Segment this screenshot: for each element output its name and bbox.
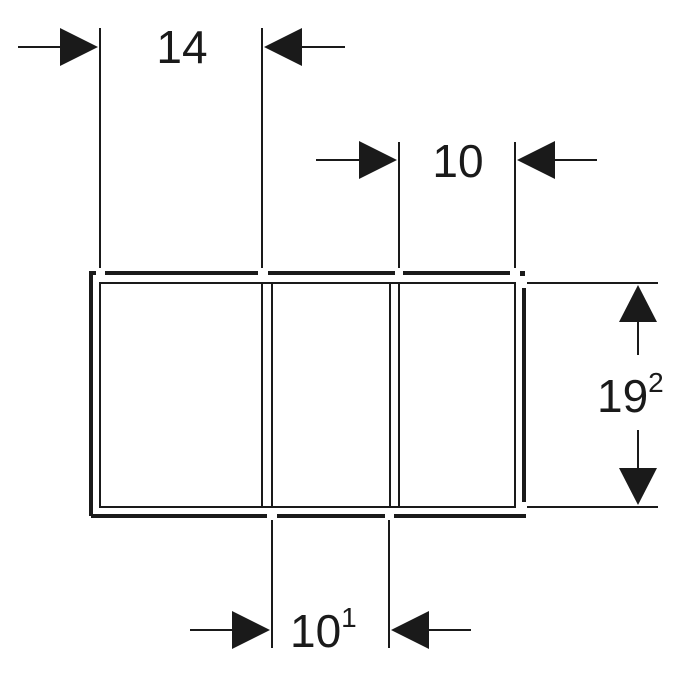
- outer-frame-left: [89, 271, 96, 516]
- inner-frame: [99, 282, 516, 508]
- arrow-left-icon: [391, 611, 429, 649]
- arrow-down-icon: [619, 468, 657, 505]
- arrow-left-icon: [517, 141, 555, 179]
- dimension-label-middle-width: 101: [290, 602, 357, 657]
- arrow-right-icon: [60, 28, 98, 66]
- dimension-label-right-width: 10: [432, 135, 483, 187]
- dimension-arrows: [18, 28, 657, 649]
- corner-mark: [520, 271, 525, 276]
- extension-lines: [99, 28, 658, 648]
- dimension-label-top-width: 14: [156, 21, 207, 73]
- arrow-left-icon: [264, 28, 302, 66]
- box-outline: [89, 271, 526, 518]
- arrow-right-icon: [359, 141, 397, 179]
- dimension-label-height: 192: [597, 367, 664, 422]
- arrow-up-icon: [619, 285, 657, 322]
- arrow-right-icon: [232, 611, 270, 649]
